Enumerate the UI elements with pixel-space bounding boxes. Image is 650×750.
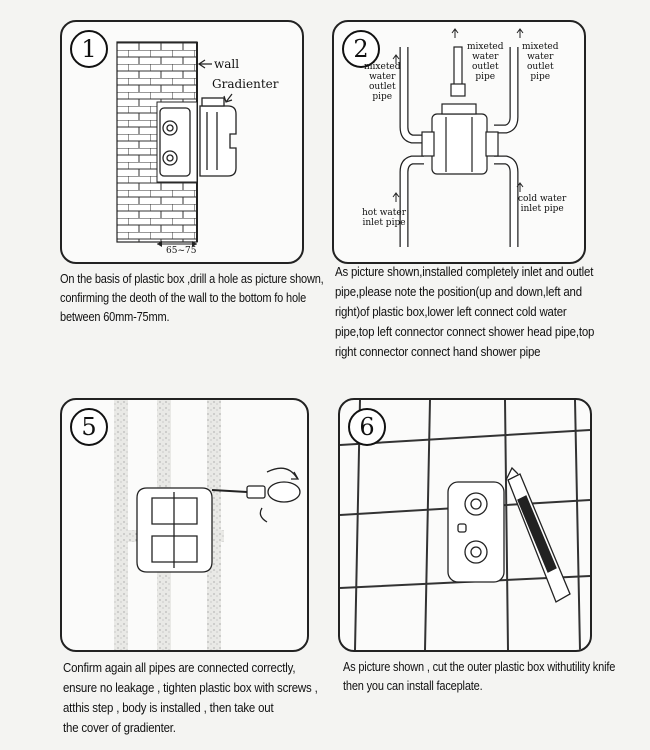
wall-label: wall: [214, 57, 240, 71]
step-number: 5: [70, 408, 108, 446]
step-6-caption: As picture shown , cut the outer plastic…: [343, 660, 616, 693]
step-6-illustration: [340, 400, 590, 650]
step-1-panel: 1 wall Gradienter 65~75: [60, 20, 304, 264]
hot-water-label: hot water inlet pipe: [362, 208, 407, 228]
cold-water-label: cold water inlet pipe: [518, 194, 567, 214]
step-2-illustration: [392, 28, 524, 247]
valve-box: [136, 487, 213, 573]
step-number: 1: [70, 30, 108, 68]
mixed-water-center-label: mixeted water outlet pipe: [467, 42, 504, 82]
step-number: 6: [348, 408, 386, 446]
step-1-caption: On the basis of plastic box ,drill a hol…: [60, 272, 324, 324]
valve-body: [431, 113, 488, 175]
wall-arrow: [197, 59, 212, 69]
gradienter-arrow: [223, 93, 233, 103]
step-1-illustration: [116, 41, 237, 247]
valve-box: [447, 481, 505, 583]
screwdriver: [211, 467, 301, 523]
step-number: 2: [342, 30, 380, 68]
step-5-illustration: [114, 400, 301, 650]
utility-knife: [505, 466, 571, 603]
step-5-caption: Confirm again all pipes are connected co…: [63, 660, 318, 735]
valve-box: [159, 97, 237, 177]
depth-label: 65~75: [166, 246, 197, 256]
step-2-caption: As picture shown,installed completely in…: [335, 264, 595, 359]
mixed-water-right-label: mixeted water outlet pipe: [522, 42, 559, 82]
gradienter-label: Gradienter: [212, 77, 279, 91]
step-5-panel: 5: [60, 398, 309, 652]
mixed-water-left-label: mixeted water outlet pipe: [364, 62, 401, 102]
tile-grid: [340, 400, 590, 650]
step-6-panel: 6: [338, 398, 592, 652]
step-2-panel: 2 mixeted water outlet pipe mixeted wate…: [332, 20, 586, 264]
